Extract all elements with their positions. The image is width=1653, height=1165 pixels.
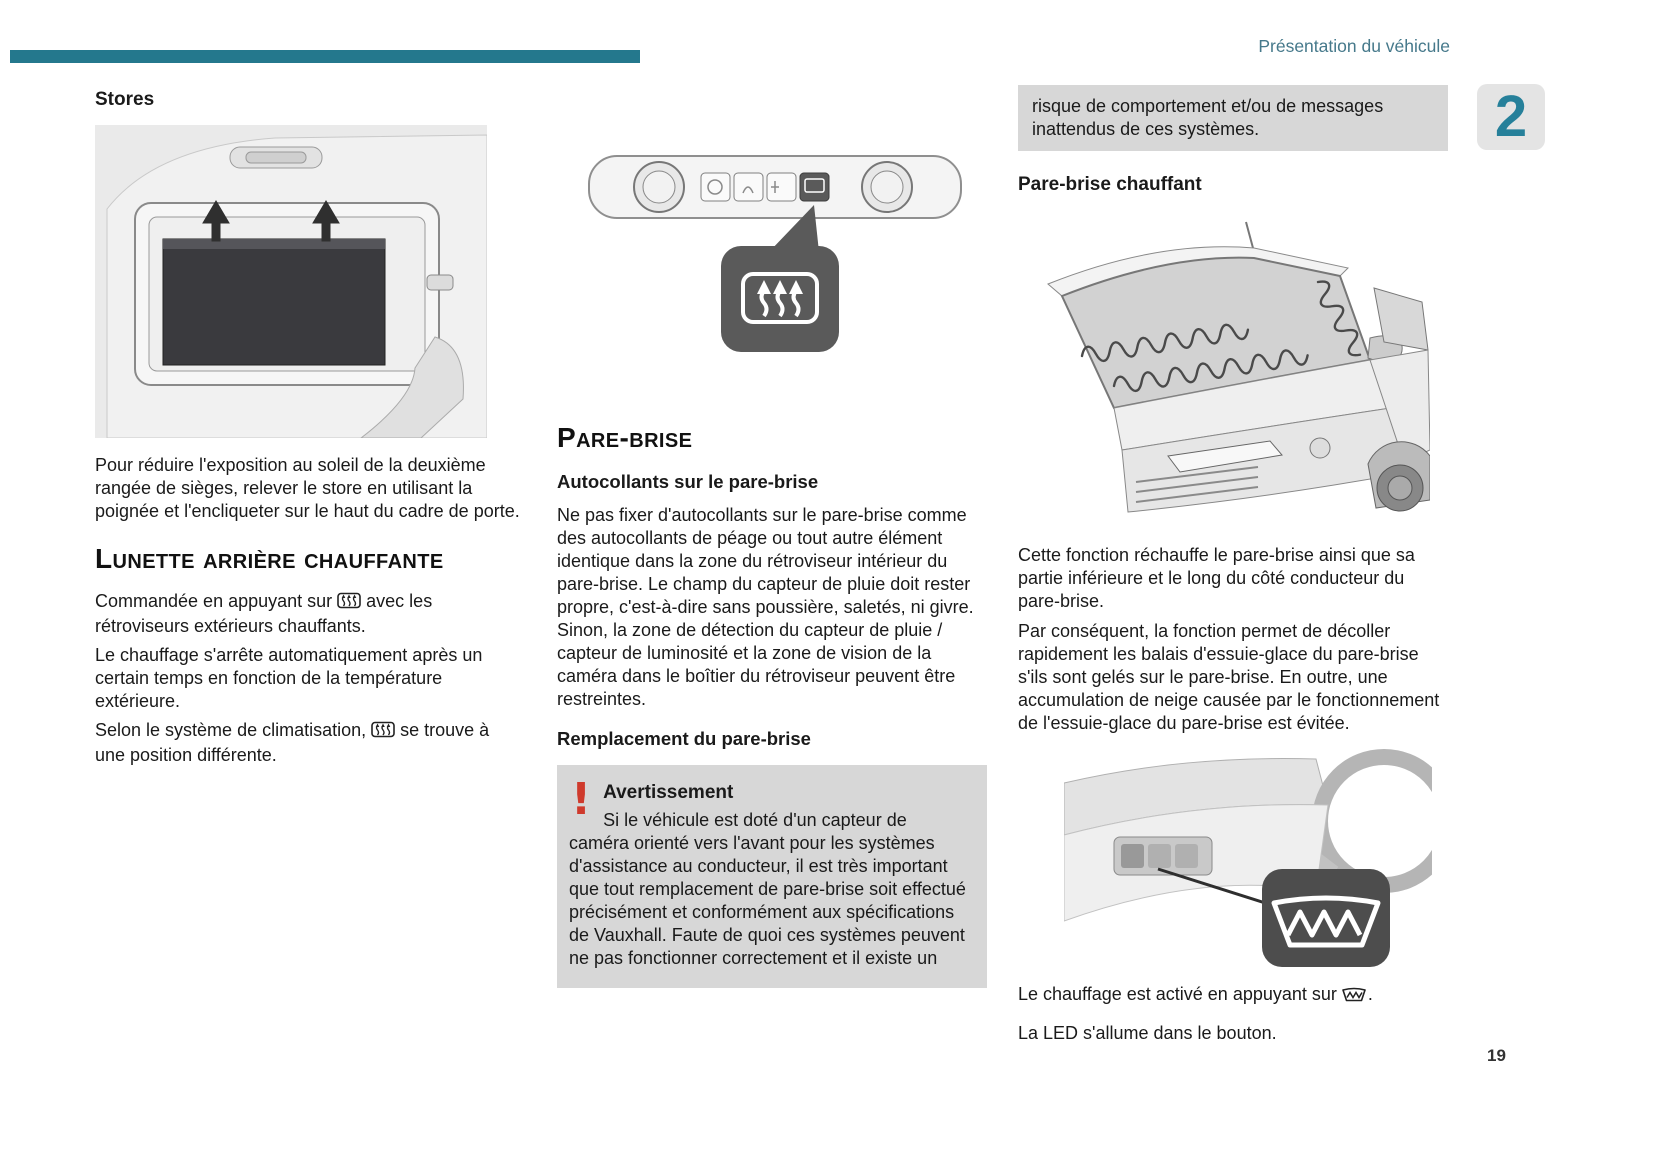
- sunblind-illustration: [95, 125, 521, 444]
- warning-continuation-text: risque de comportement et/ou de messages…: [1032, 96, 1384, 140]
- remplacement-heading: Remplacement du pare-brise: [557, 728, 811, 750]
- heated-rear-window-icon: [337, 592, 361, 615]
- activation-paragraph: Le chauffage est activé en appuyant sur.: [1018, 983, 1448, 1008]
- chapter-number: 2: [1494, 84, 1528, 149]
- warning-box: ! Avertissement Si le véhicule est doté …: [557, 764, 987, 989]
- chauffant-paragraph-2: Par conséquent, la fonction permet de dé…: [1018, 620, 1440, 733]
- column-left: Stores Pour réduir: [95, 88, 521, 773]
- lunette-p1-text-a: Commandée en appuyant sur: [95, 590, 333, 611]
- warning-text: Si le véhicule est doté d'un capteur de …: [569, 810, 966, 969]
- warning-title: Avertissement: [603, 781, 734, 803]
- warning-exclamation-icon: !: [571, 773, 592, 825]
- dashboard-button-illustration: [1063, 748, 1456, 973]
- parebrise-heading: Pare-brise: [557, 422, 693, 454]
- column-right: risque de comportement et/ou de messages…: [1018, 85, 1456, 1051]
- heated-windshield-icon: [1342, 985, 1366, 1008]
- header-title: Présentation du véhicule: [1258, 36, 1450, 56]
- page-number: 19: [1487, 1046, 1506, 1065]
- lunette-p3-text-a: Selon le système de climatisation,: [95, 719, 367, 740]
- column-middle: Pare-brise Autocollants sur le pare-bris…: [557, 148, 987, 989]
- lunette-heading: Lunette arrière chauffante: [95, 543, 444, 575]
- stores-heading: Stores: [95, 89, 155, 110]
- activation-text-b: .: [1367, 983, 1373, 1004]
- warning-continuation-box: risque de comportement et/ou de messages…: [1018, 85, 1448, 152]
- chauffant-paragraph-1: Cette fonction réchauffe le pare-brise a…: [1018, 545, 1415, 612]
- roof-control-panel-illustration: [583, 148, 987, 366]
- heated-rear-window-icon: [371, 721, 395, 744]
- activation-text-a: Le chauffage est activé en appuyant sur: [1018, 983, 1337, 1004]
- led-paragraph: La LED s'allume dans le bouton.: [1018, 1022, 1277, 1043]
- autocollants-heading: Autocollants sur le pare-brise: [557, 471, 819, 493]
- lunette-paragraph-2: Le chauffage s'arrête automatiquement ap…: [95, 644, 483, 711]
- heated-windshield-van-illustration: [1018, 210, 1448, 534]
- autocollants-paragraph: Ne pas fixer d'autocollants sur le pare-…: [557, 504, 974, 710]
- lunette-p3-text-b: se trouve à une position différente.: [95, 719, 490, 765]
- header-accent-bar: [10, 50, 640, 63]
- chapter-badge: 2: [1477, 84, 1545, 150]
- stores-paragraph: Pour réduire l'exposition au soleil de l…: [95, 455, 520, 522]
- lunette-paragraph-3: Selon le système de climatisation,se tro…: [95, 719, 521, 767]
- parebrise-chauffant-heading: Pare-brise chauffant: [1018, 174, 1202, 196]
- lunette-p1-text-b: avec les rétroviseurs extérieurs chauffa…: [95, 590, 433, 636]
